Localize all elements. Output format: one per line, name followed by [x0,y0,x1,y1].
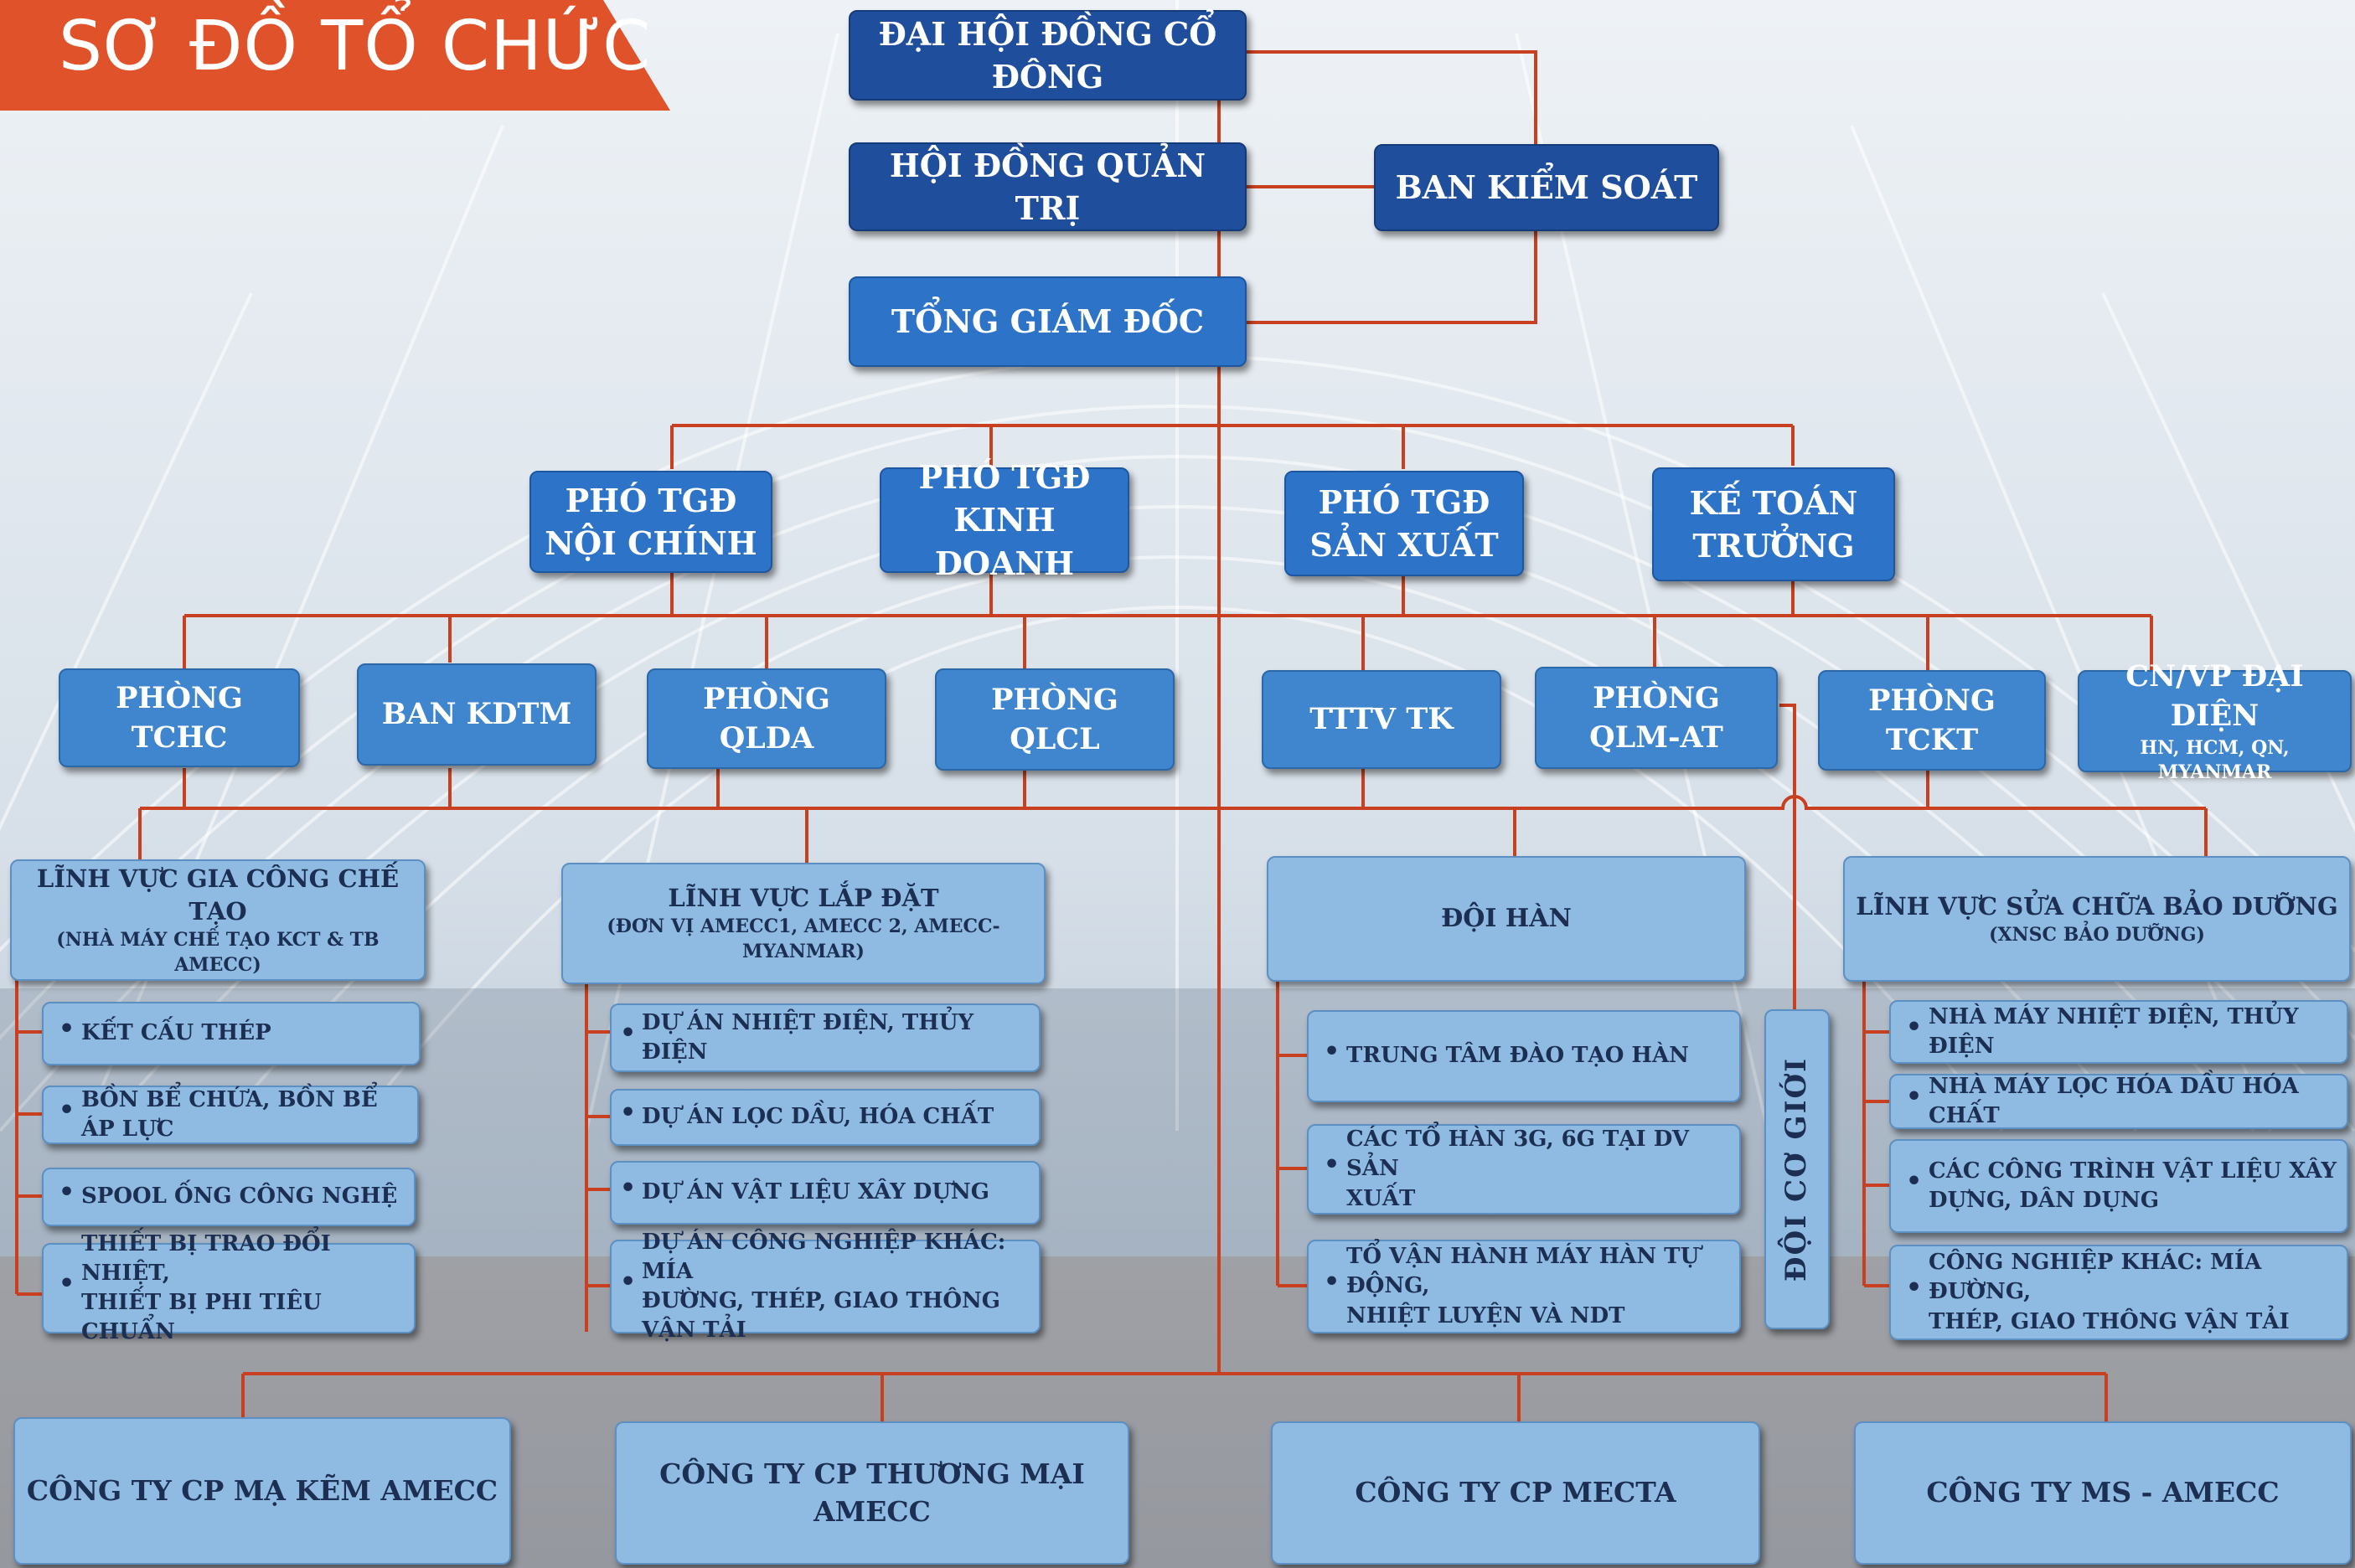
subsidiary-box: CÔNG TY CP MECTA [1271,1421,1760,1565]
list-item: •CÁC CÔNG TRÌNH VẬT LIỆU XÂY DỰNG, DÂN D… [1889,1139,2348,1233]
dept-label: BAN KDTM [381,697,572,732]
item-label: DỰ ÁN LỌC DẦU, HÓA CHẤT [642,1104,994,1130]
subsidiary-box: CÔNG TY MS - AMECC [1854,1421,2352,1565]
item-label: TỔ VẬN HÀNH MÁY HÀN TỰ ĐỘNG, NHIỆT LUYỆN… [1346,1244,1700,1328]
dept-label: PHÒNG QLDA [703,681,830,756]
deputy-line1: PHÓ TGĐ [565,481,737,519]
field-title: LĨNH VỰC GIA CÔNG CHẾ TẠO [36,864,400,926]
title-banner [0,0,670,111]
subsidiary-label: CÔNG TY CP MECTA [1355,1476,1676,1509]
list-item: •NHÀ MÁY LỌC HÓA DẦU HÓA CHẤT [1889,1074,2348,1129]
item-label: CÁC CÔNG TRÌNH VẬT LIỆU XÂY DỰNG, DÂN DỤ… [1929,1158,2337,1213]
deputy-line1: PHÓ TGĐ [1318,482,1490,521]
field-maintenance-box: LĨNH VỰC SỬA CHỮA BẢO DƯỠNG (XNSC BẢO DƯ… [1843,856,2351,982]
field-title: LĨNH VỰC LẮP ĐẶT [668,884,939,913]
branch-offices-box: CN/VP ĐẠI DIỆN HN, HCM, QN, MYANMAR [2078,659,2352,783]
dept-qlda-box: PHÒNG QLDA [647,668,886,769]
dept-label-line1: PHÒNG [1593,680,1720,715]
dept-label-line2: QLM-AT [1589,720,1723,755]
deputy-box-internal: PHÓ TGĐ NỘI CHÍNH [529,471,772,573]
deputy-line1: KẾ TOÁN [1689,483,1858,522]
dept-label-line1: CN/VP ĐẠI DIỆN [2125,659,2304,734]
dept-label-line2: HN, HCM, QN, MYANMAR [2140,736,2290,784]
board-of-directors-label: HỘI ĐỒNG QUẢN TRỊ [889,146,1206,227]
machinery-team-label: ĐỘI CƠ GIỚI [1779,1056,1814,1282]
dept-label: PHÒNG TCKT [1868,683,1996,757]
item-label: DỰ ÁN VẬT LIỆU XÂY DỰNG [642,1179,989,1205]
list-item: •CÁC TỔ HÀN 3G, 6G TẠI DV SẢN XUẤT [1307,1124,1741,1215]
dept-tchc-box: PHÒNG TCHC [59,668,300,767]
list-item: •SPOOL ỐNG CÔNG NGHỆ [42,1168,416,1226]
deputy-box-production: PHÓ TGĐ SẢN XUẤT [1284,471,1524,576]
subsidiary-label: CÔNG TY CP MẠ KẼM AMECC [26,1473,498,1507]
field-subtitle: (NHÀ MÁY CHẾ TẠO KCT & TB AMECC) [56,928,380,976]
field-title: ĐỘI HÀN [1441,903,1572,933]
list-item: •TỔ VẬN HÀNH MÁY HÀN TỰ ĐỘNG, NHIỆT LUYỆ… [1307,1240,1741,1333]
dept-kdtm-box: BAN KDTM [357,663,596,766]
board-of-directors-box: HỘI ĐỒNG QUẢN TRỊ [849,142,1247,231]
item-label: CÔNG NGHIỆP KHÁC: MÍA ĐƯỜNG, THÉP, GIAO … [1929,1250,2290,1334]
item-label: DỰ ÁN NHIỆT ĐIỆN, THỦY ĐIỆN [642,1009,974,1065]
machinery-team-box: ĐỘI CƠ GIỚI [1764,1009,1830,1329]
deputy-box-business: PHÓ TGĐ KINH DOANH [880,458,1129,582]
shareholders-meeting-label: ĐẠI HỘI ĐỒNG CỔ ĐÔNG [878,14,1217,95]
general-director-label: TỔNG GIÁM ĐỐC [891,302,1205,341]
item-label: TRUNG TÂM ĐÀO TẠO HÀN [1346,1043,1689,1069]
supervisory-board-box: BAN KIỂM SOÁT [1374,144,1719,231]
list-item: •TRUNG TÂM ĐÀO TẠO HÀN [1307,1010,1741,1102]
item-label: KẾT CẤU THÉP [81,1020,271,1046]
chief-accountant-box: KẾ TOÁN TRƯỞNG [1652,467,1895,581]
general-director-box: TỔNG GIÁM ĐỐC [849,276,1247,367]
chart-title: SƠ ĐỒ TỔ CHỨC [59,7,652,86]
subsidiary-label: CÔNG TY CP THƯƠNG MẠI AMECC [659,1457,1085,1528]
field-subtitle: (ĐƠN VỊ AMECC1, AMECC 2, AMECC-MYANMAR) [607,916,1000,963]
deputy-line2: KINH DOANH [934,501,1075,582]
subsidiary-label: CÔNG TY MS - AMECC [1926,1476,2280,1509]
item-label: CÁC TỔ HÀN 3G, 6G TẠI DV SẢN XUẤT [1346,1127,1690,1211]
dept-qlcl-box: PHÒNG QLCL [935,668,1175,771]
item-label: NHÀ MÁY LỌC HÓA DẦU HÓA CHẤT [1929,1073,2299,1128]
field-title: LĨNH VỰC SỬA CHỮA BẢO DƯỠNG [1856,891,2338,921]
item-label: BỒN BỂ CHỨA, BỒN BỂ ÁP LỰC [81,1086,378,1142]
list-item: •DỰ ÁN VẬT LIỆU XÂY DỰNG [610,1161,1041,1225]
deputy-line1: PHÓ TGĐ [918,458,1091,497]
list-item: •DỰ ÁN CÔNG NGHIỆP KHÁC: MÍA ĐƯỜNG, THÉP… [610,1230,1041,1343]
field-fabrication-box: LĨNH VỰC GIA CÔNG CHẾ TẠO (NHÀ MÁY CHẾ T… [10,859,426,981]
field-installation-box: LĨNH VỰC LẮP ĐẶT (ĐƠN VỊ AMECC1, AMECC 2… [561,863,1046,984]
item-label: NHÀ MÁY NHIỆT ĐIỆN, THỦY ĐIỆN [1929,1003,2299,1059]
list-item: •KẾT CẤU THÉP [42,1002,421,1065]
item-label: SPOOL ỐNG CÔNG NGHỆ [81,1184,398,1210]
list-item: •NHÀ MÁY NHIỆT ĐIỆN, THỦY ĐIỆN [1889,1000,2348,1064]
list-item: •DỰ ÁN LỌC DẦU, HÓA CHẤT [610,1089,1041,1146]
item-label: THIẾT BỊ TRAO ĐỔI NHIỆT, THIẾT BỊ PHI TI… [81,1230,331,1345]
dept-tckt-box: PHÒNG TCKT [1818,670,2046,771]
item-label: DỰ ÁN CÔNG NGHIỆP KHÁC: MÍA ĐƯỜNG, THÉP,… [642,1229,1006,1344]
list-item: •THIẾT BỊ TRAO ĐỔI NHIỆT, THIẾT BỊ PHI T… [42,1231,416,1344]
list-item: •CÔNG NGHIỆP KHÁC: MÍA ĐƯỜNG, THÉP, GIAO… [1889,1245,2348,1340]
list-item: •DỰ ÁN NHIỆT ĐIỆN, THỦY ĐIỆN [610,1003,1041,1072]
dept-tttv-box: TTTV TK [1262,670,1501,769]
deputy-line2: TRƯỞNG [1692,527,1855,565]
shareholders-meeting-box: ĐẠI HỘI ĐỒNG CỔ ĐÔNG [849,10,1247,101]
deputy-line2: SẢN XUẤT [1309,526,1499,564]
dept-label: PHÒNG TCHC [116,680,243,755]
field-subtitle: (XNSC BẢO DƯỠNG) [1989,923,2205,946]
supervisory-board-label: BAN KIỂM SOÁT [1395,168,1698,207]
dept-qlm-at-box: PHÒNG QLM-AT [1535,667,1778,769]
deputy-line2: NỘI CHÍNH [545,524,757,562]
dept-label: PHÒNG QLCL [991,682,1118,756]
welding-team-box: ĐỘI HÀN [1267,856,1746,982]
dept-label: TTTV TK [1309,702,1454,737]
list-item: •BỒN BỂ CHỨA, BỒN BỂ ÁP LỰC [42,1086,419,1144]
subsidiary-box: CÔNG TY CP THƯƠNG MẠI AMECC [615,1421,1129,1565]
subsidiary-box: CÔNG TY CP MẠ KẼM AMECC [13,1417,511,1565]
